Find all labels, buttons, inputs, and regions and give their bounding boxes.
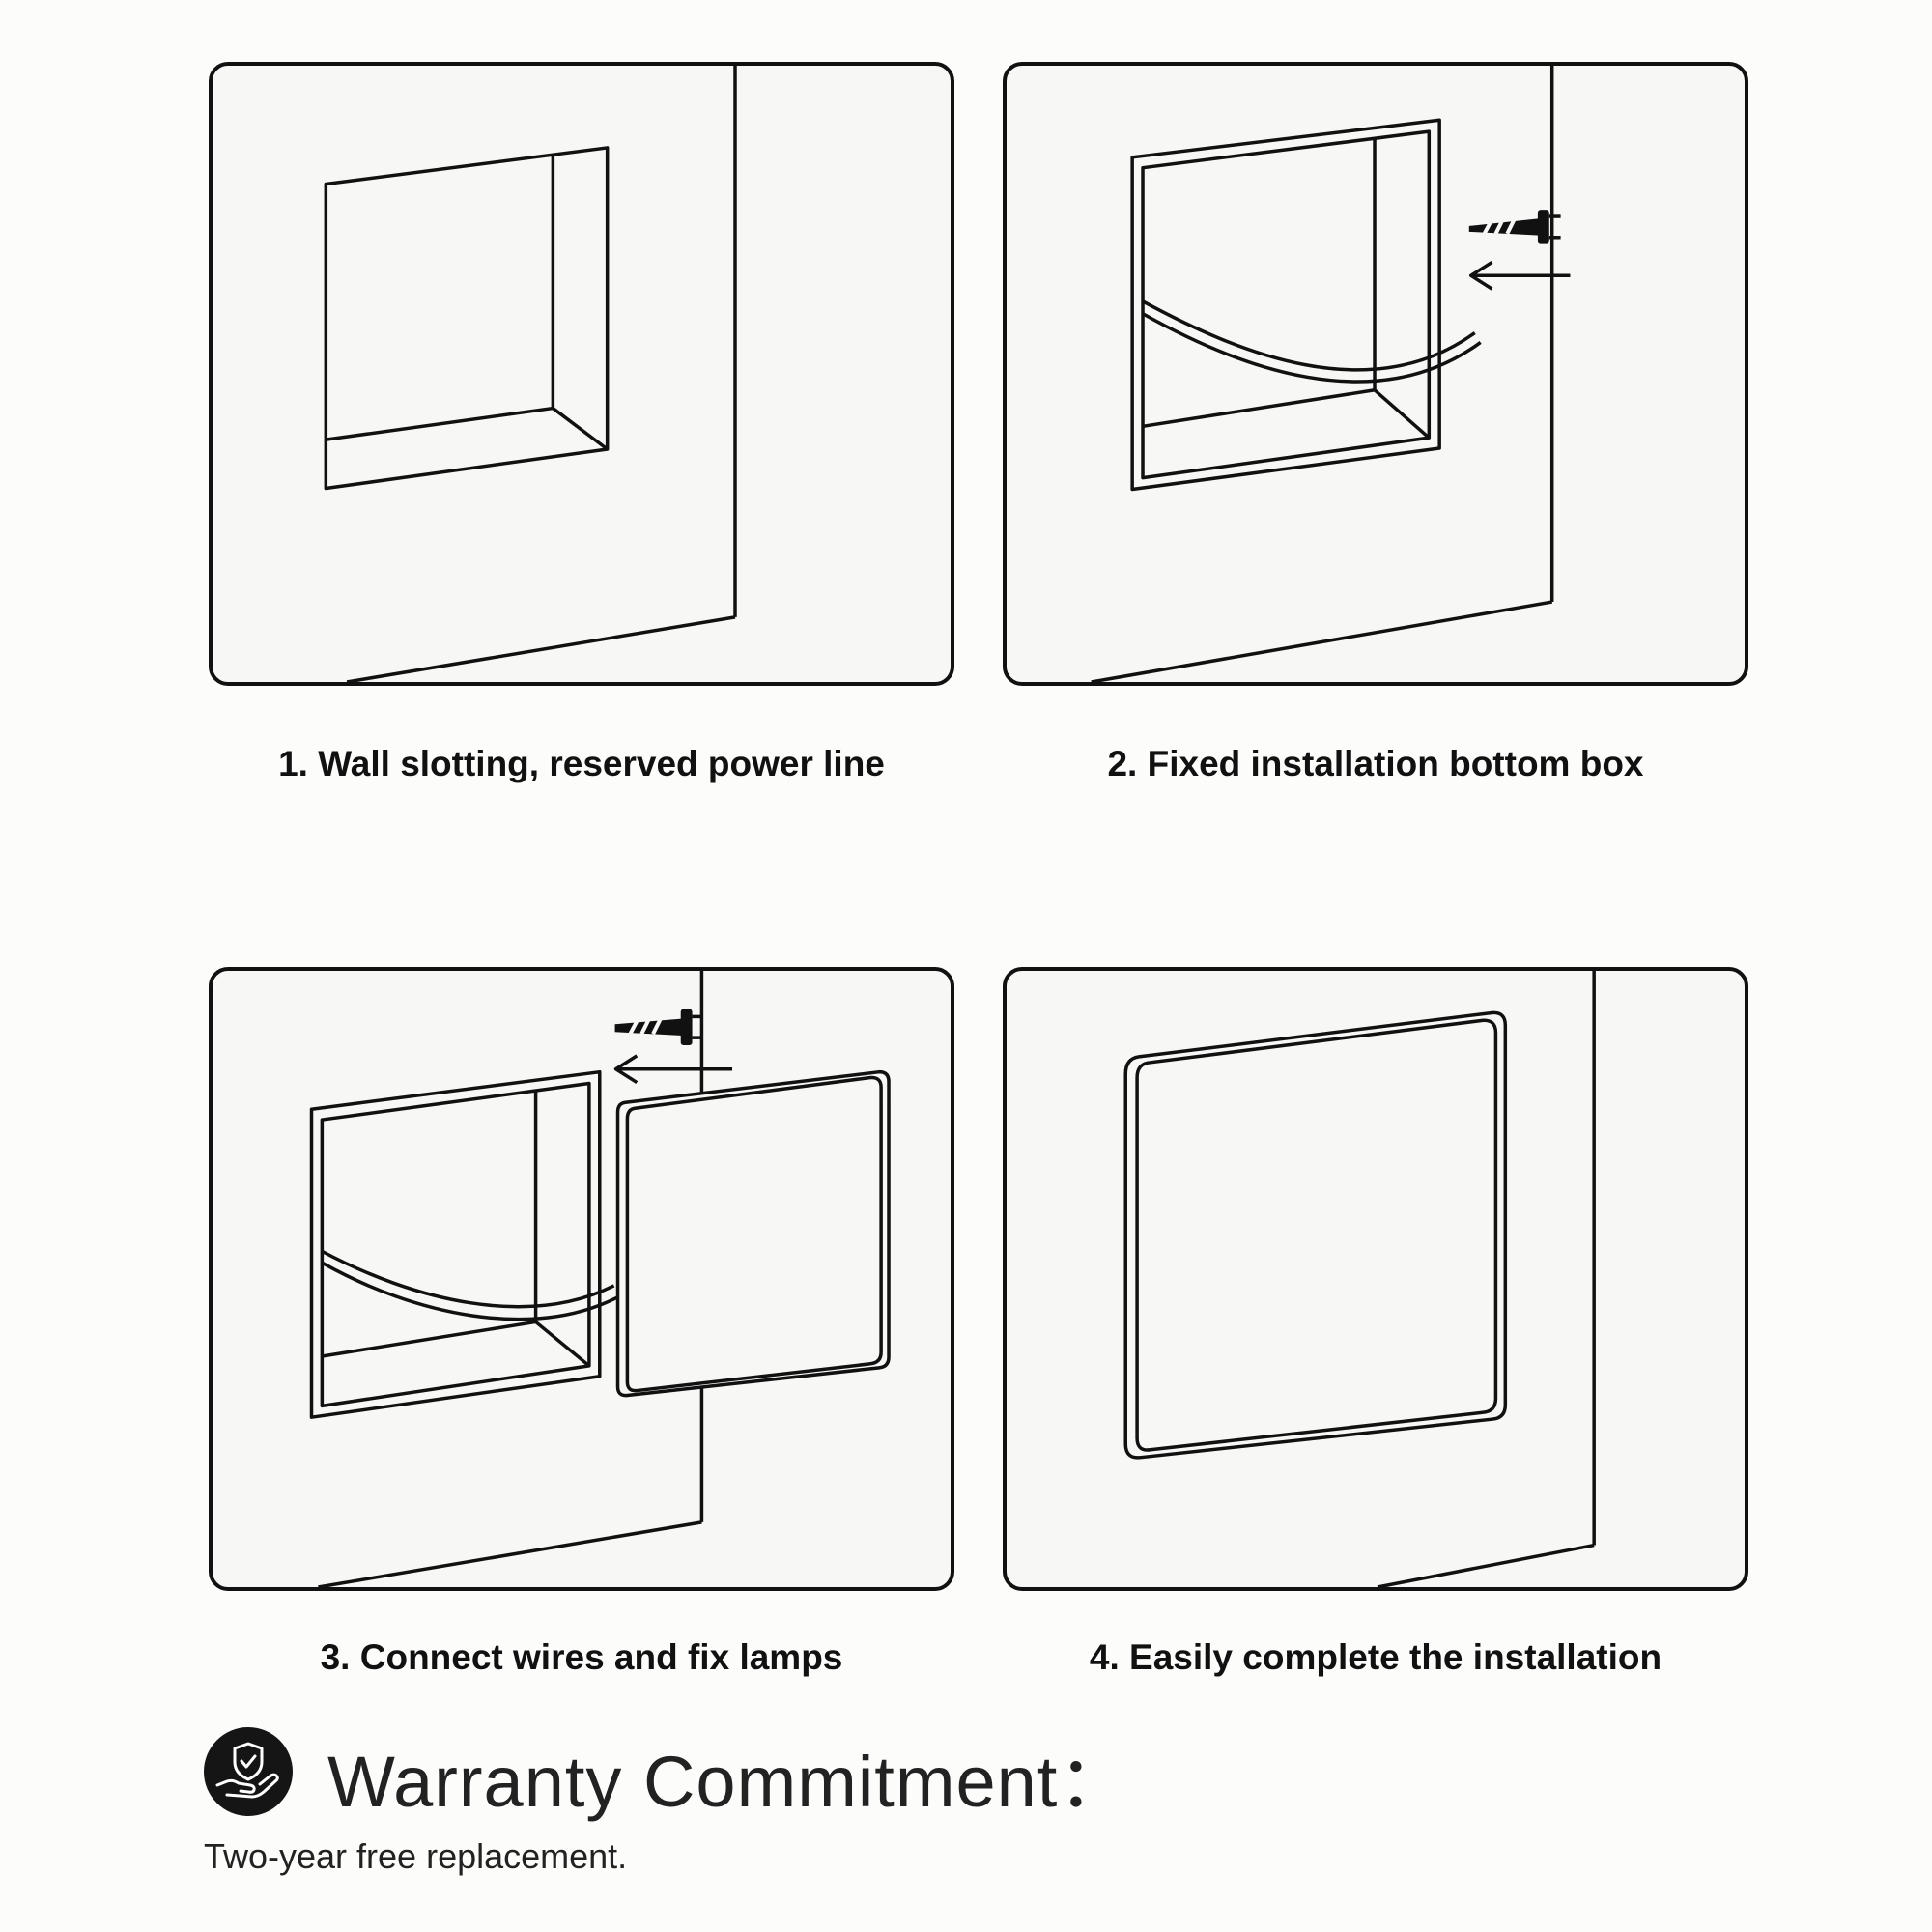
step-1-caption: 1. Wall slotting, reserved power line: [278, 744, 885, 783]
shield-hand-icon: [204, 1727, 293, 1816]
warranty-title: Warranty Commitment：: [327, 1742, 1131, 1822]
installed-lamp-drawing: [1007, 971, 1745, 1587]
floor-line: [1092, 602, 1552, 682]
warranty-text: Two-year free replacement.: [204, 1836, 628, 1876]
arrow-left-icon: [1471, 262, 1571, 289]
arrow-left-icon: [616, 1056, 732, 1083]
step-4-illustration: [1003, 967, 1748, 1591]
slot-corner: [553, 409, 607, 449]
step-2-caption: 2. Fixed installation bottom box: [1107, 744, 1644, 783]
box-corner: [536, 1321, 589, 1365]
connect-wires-drawing: [213, 971, 951, 1587]
power-wire-edge: [322, 1263, 617, 1319]
floor-line: [318, 1522, 701, 1587]
screw-icon: [1468, 210, 1561, 244]
lamp-panel-front: [627, 1078, 881, 1391]
wall-slot-outline: [326, 148, 607, 489]
bottom-box-outer: [312, 1072, 600, 1418]
step-1-illustration: [209, 62, 954, 686]
screw-icon: [614, 1009, 703, 1046]
box-inner-bottom: [1143, 390, 1375, 427]
power-wire: [322, 1251, 613, 1306]
bottom-box-outer: [1132, 120, 1439, 489]
step-2-illustration: [1003, 62, 1748, 686]
step-4-caption: 4. Easily complete the installation: [1089, 1637, 1662, 1677]
floor-line: [347, 617, 735, 682]
floor-line: [1378, 1546, 1594, 1587]
wall-slot-drawing: [213, 66, 951, 682]
lamp-panel-front: [1137, 1020, 1495, 1450]
bottom-box-rim: [322, 1084, 589, 1406]
box-corner: [1375, 390, 1429, 438]
bottom-box-drawing: [1007, 66, 1745, 682]
box-inner-bottom: [322, 1321, 535, 1356]
bottom-box-rim: [1143, 131, 1429, 478]
power-wire: [1143, 301, 1475, 370]
step-3-caption: 3. Connect wires and fix lamps: [320, 1637, 843, 1677]
power-wire-edge: [1143, 314, 1481, 382]
step-3-illustration: [209, 967, 954, 1591]
slot-inner-bottom: [326, 409, 553, 440]
